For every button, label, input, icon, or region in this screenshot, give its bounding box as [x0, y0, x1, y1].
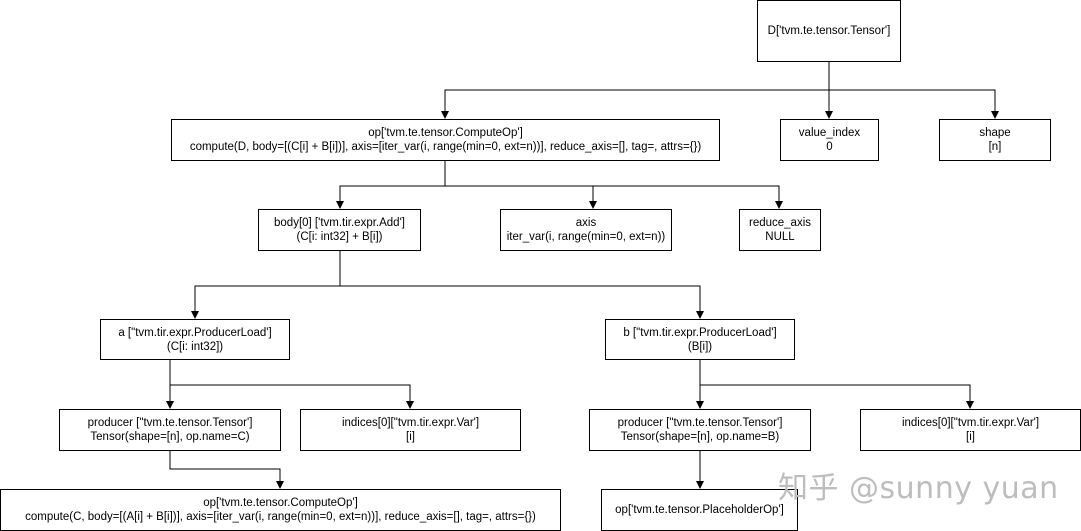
edge-op-to-axis — [445, 185, 597, 209]
producer-c-node: producer ["tvm.te.tensor.Tensor'] Tensor… — [59, 409, 281, 451]
body-add-node: body[0] ['tvm.tir.expr.Add'] (C[i: int32… — [258, 209, 421, 251]
indices-b-node: indices[0]["tvm.tir.expr.Var'] [i] — [860, 409, 1081, 451]
shape-node: shape [n] — [939, 119, 1051, 161]
edge-producer-c-to-op — [169, 451, 284, 489]
producer-b-node: producer ["tvm.te.tensor.Tensor'] Tensor… — [589, 409, 811, 451]
watermark-text: 知乎 @sunny yuan — [778, 471, 1059, 506]
axis-node: axis iter_var(i, range(min=0, ext=n)) — [500, 209, 672, 251]
producer-load-b-node: b ["tvm.tir.expr.ProducerLoad'] (B[i]) — [605, 319, 795, 360]
producer-load-a-node: a ["tvm.tir.expr.ProducerLoad'] (C[i: in… — [100, 319, 290, 360]
edge-load-a-to-indices — [170, 384, 414, 409]
edge-load-b-to-indices — [700, 384, 974, 409]
compute-op-c-node: op['tvm.te.tensor.ComputeOp'] compute(C,… — [0, 489, 561, 531]
placeholder-op-b-node: op['tvm.te.tensor.PlaceholderOp'] — [601, 489, 798, 531]
indices-a-node: indices[0]["tvm.tir.expr.Var'] [i] — [300, 409, 521, 451]
edge-body-to-load-a — [191, 251, 341, 319]
edge-op-to-body — [336, 161, 446, 209]
root-tensor-node: D['tvm.te.tensor.Tensor'] — [757, 0, 901, 62]
value-index-node: value_index 0 — [780, 119, 879, 161]
compute-op-d-node: op['tvm.te.tensor.ComputeOp'] compute(D,… — [171, 119, 720, 161]
edge-op-to-reduce-axis — [593, 185, 783, 209]
reduce-axis-node: reduce_axis NULL — [739, 209, 821, 251]
edge-body-to-load-b — [340, 285, 704, 319]
edge-root-to-op — [441, 62, 830, 119]
edge-root-to-shape — [829, 89, 999, 119]
